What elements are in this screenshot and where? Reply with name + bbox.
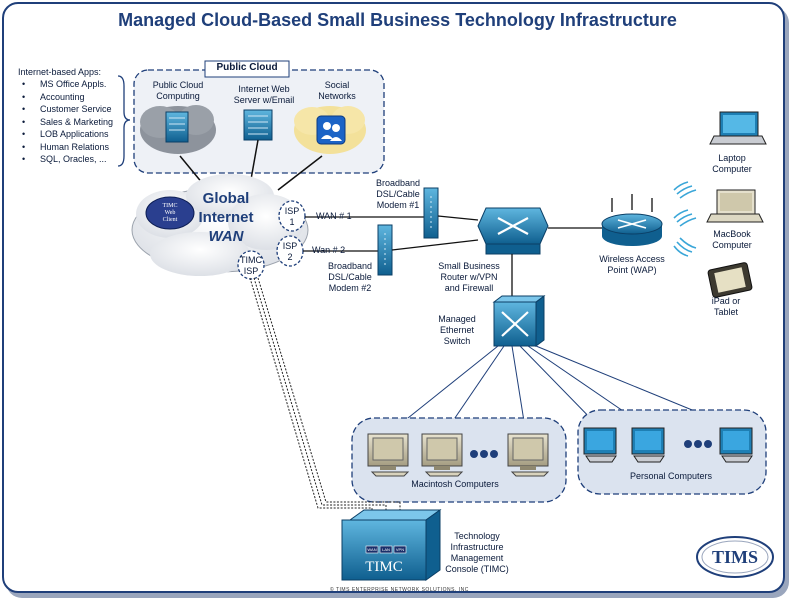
switch-icon	[492, 295, 546, 347]
modem1-icon	[423, 187, 439, 239]
timc-port-vpn: VPN	[395, 547, 405, 552]
apps-item: Accounting	[22, 91, 113, 104]
macbook-icon	[706, 189, 764, 223]
timc-web-client-icon	[145, 196, 195, 230]
pc-group-box	[577, 409, 767, 495]
page-title: Managed Cloud-Based Small Business Techn…	[118, 10, 677, 30]
isp1-badge	[278, 200, 306, 232]
router-icon	[477, 207, 549, 255]
wan2-label: Wan # 2	[312, 245, 346, 255]
public-cloud-label: Public Cloud	[216, 62, 278, 73]
mac-computer-icon	[367, 433, 410, 477]
timc-console-label: TIMC	[365, 559, 403, 575]
timc-console-icon	[341, 509, 442, 581]
timc-port-wan: WAN	[367, 547, 377, 552]
pc-group-label: Personal Computers	[629, 471, 713, 481]
mac-computer-icon	[507, 433, 550, 477]
mac-group-label: Macintosh Computers	[411, 479, 499, 489]
tims-logo	[696, 536, 774, 578]
apps-brace	[117, 75, 131, 167]
timc-isp-badge	[237, 250, 265, 280]
wap-icon	[601, 194, 663, 246]
apps-item: LOB Applications	[22, 128, 113, 141]
more-macs-ellipsis	[470, 450, 498, 458]
pc-computer-icon	[583, 427, 617, 463]
apps-item: MS Office Appls.	[22, 78, 113, 91]
apps-item: Sales & Marketing	[22, 116, 113, 129]
apps-heading: Internet-based Apps:	[18, 67, 102, 77]
ipad-icon	[707, 262, 753, 298]
timc-port-lan: LAN	[382, 547, 390, 552]
more-pcs-ellipsis	[684, 440, 712, 448]
footer-copyright: © TIMS ENTERPRISE NETWORK SOLUTIONS, INC	[330, 587, 469, 593]
apps-list: MS Office Appls. Accounting Customer Ser…	[22, 78, 113, 166]
laptop-icon	[709, 111, 767, 145]
pc-computer-icon	[631, 427, 665, 463]
public-cloud-computing-icon	[140, 105, 216, 154]
apps-item: SQL, Oracles, ...	[22, 153, 113, 166]
mac-computer-icon	[421, 433, 464, 477]
web-server-icon	[243, 109, 273, 141]
wan1-label: WAN # 1	[316, 211, 352, 221]
social-networks-icon	[294, 106, 366, 154]
pc-computer-icon	[719, 427, 753, 463]
public-cloud-label-box	[204, 60, 290, 78]
wireless-waves	[673, 181, 697, 257]
tims-logo-text: TIMS	[711, 547, 758, 567]
apps-item: Customer Service	[22, 103, 113, 116]
apps-item: Human Relations	[22, 141, 113, 154]
